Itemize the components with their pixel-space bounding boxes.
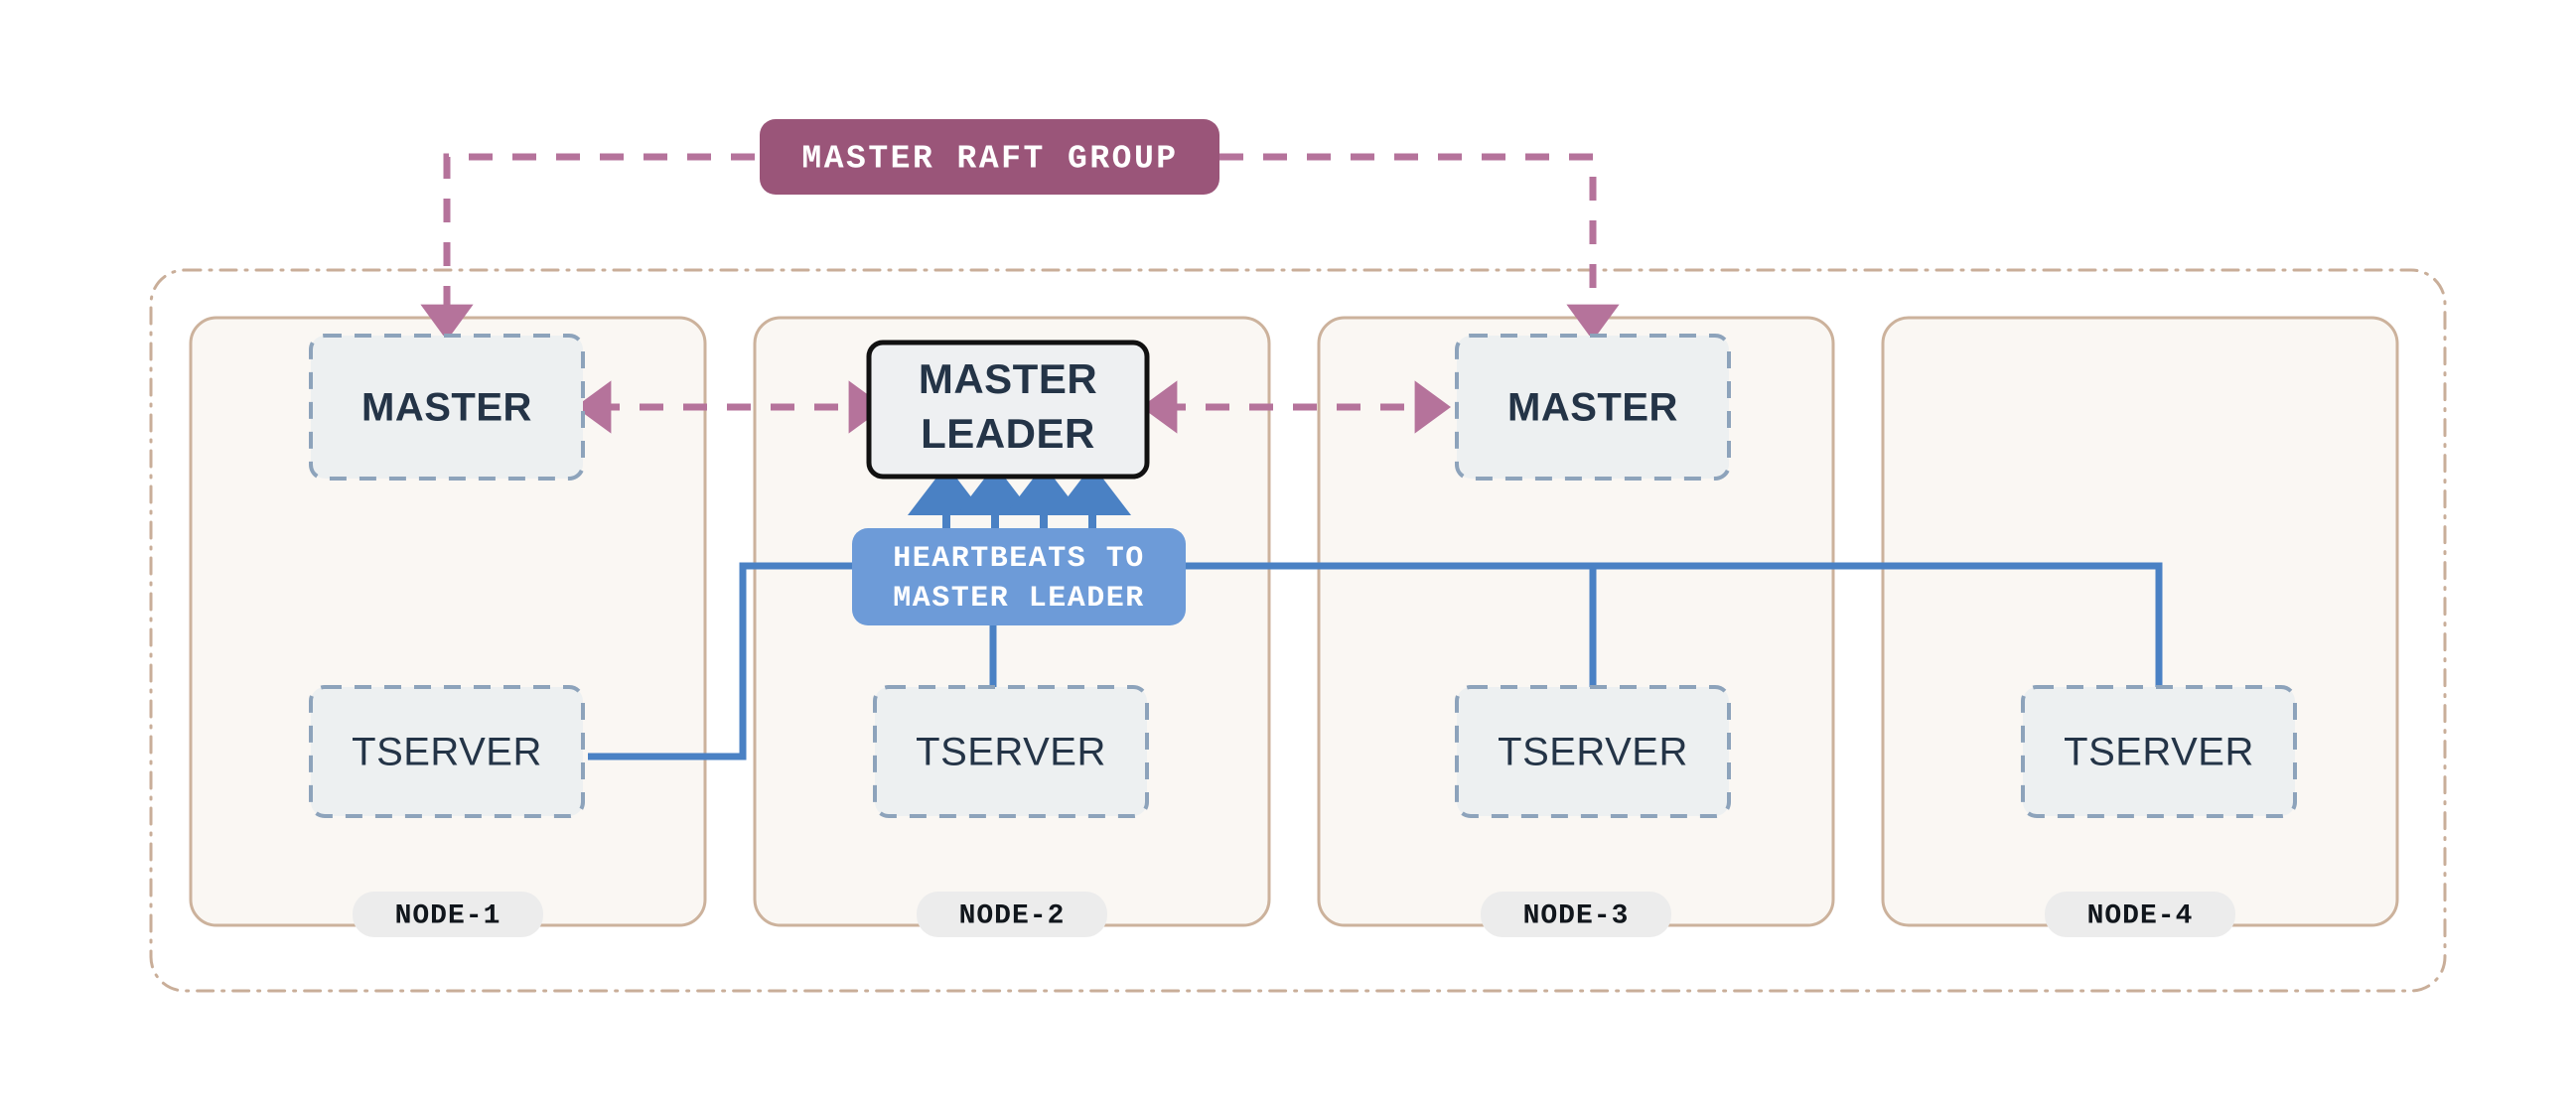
cluster-boundary — [149, 268, 2447, 993]
heartbeats-badge-line1: HEARTBEATS TO — [893, 542, 1145, 576]
heartbeats-badge-line2: MASTER LEADER — [893, 582, 1145, 616]
heartbeats-badge-bg[interactable] — [852, 528, 1186, 625]
heartbeat-path-node-4 — [1182, 562, 2163, 687]
node-badge-node-3[interactable]: NODE-3 — [1481, 892, 1671, 937]
node-badge-node-4-bg[interactable] — [2045, 892, 2235, 937]
component-tserver-node-4[interactable]: TSERVER — [2021, 685, 2297, 818]
master-raft-group-label: MASTER RAFT GROUP — [801, 141, 1178, 178]
component-master-leader-line2: LEADER — [921, 410, 1095, 457]
component-master-leader-line1: MASTER — [919, 355, 1097, 402]
component-master-node-3-box[interactable] — [1455, 334, 1731, 481]
component-master-node-1[interactable]: MASTER — [309, 334, 585, 481]
component-tserver-node-4-box[interactable] — [2021, 685, 2297, 818]
master-raft-group-badge-bg[interactable] — [760, 119, 1219, 195]
component-tserver-node-2-box[interactable] — [873, 685, 1149, 818]
component-tserver-node-3-box[interactable] — [1455, 685, 1731, 818]
component-tserver-node-1-label: TSERVER — [352, 731, 542, 774]
node-badge-node-2-label: NODE-2 — [959, 900, 1066, 931]
node-badge-node-4-label: NODE-4 — [2087, 900, 2194, 931]
component-master-leader-box[interactable] — [866, 340, 1150, 480]
node-badge-node-2[interactable]: NODE-2 — [917, 892, 1107, 937]
component-tserver-node-3[interactable]: TSERVER — [1455, 685, 1731, 818]
component-master-node-3[interactable]: MASTER — [1455, 334, 1731, 481]
component-master-node-3-label: MASTER — [1507, 386, 1678, 430]
node-badge-node-1-label: NODE-1 — [395, 900, 501, 931]
heartbeats-badge[interactable]: HEARTBEATS TO MASTER LEADER — [852, 528, 1186, 625]
node-badge-node-2-bg[interactable] — [917, 892, 1107, 937]
component-master-node-1-box[interactable] — [309, 334, 585, 481]
node-badge-node-3-label: NODE-3 — [1523, 900, 1630, 931]
master-raft-group-badge[interactable]: MASTER RAFT GROUP — [760, 119, 1219, 195]
node-badge-node-1-bg[interactable] — [353, 892, 543, 937]
component-tserver-node-1[interactable]: TSERVER — [309, 685, 585, 818]
node-badge-node-4[interactable]: NODE-4 — [2045, 892, 2235, 937]
node-badge-node-3-bg[interactable] — [1481, 892, 1671, 937]
node-badge-node-1[interactable]: NODE-1 — [353, 892, 543, 937]
component-tserver-node-3-label: TSERVER — [1498, 731, 1688, 774]
component-tserver-node-1-box[interactable] — [309, 685, 585, 818]
raft-link-node-1 — [420, 153, 755, 341]
component-master-node-1-label: MASTER — [361, 386, 532, 430]
raft-link-node-3 — [1219, 153, 1620, 341]
component-master-leader-node-2[interactable]: MASTER LEADER — [866, 340, 1150, 480]
heartbeat-path-node-1 — [588, 562, 856, 760]
component-tserver-node-2[interactable]: TSERVER — [873, 685, 1149, 818]
component-tserver-node-4-label: TSERVER — [2064, 731, 2254, 774]
component-tserver-node-2-label: TSERVER — [916, 731, 1106, 774]
node-card-node-4[interactable] — [1881, 316, 2399, 927]
